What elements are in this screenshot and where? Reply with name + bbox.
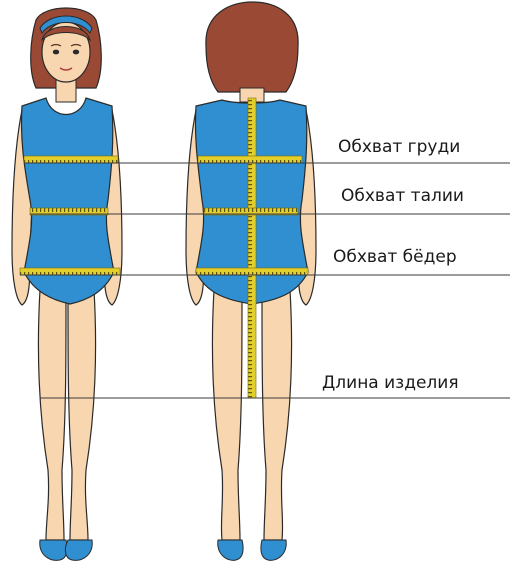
waist-girth-label: Обхват талии — [341, 188, 464, 205]
back-chest-tape — [198, 156, 302, 163]
front-right-leg — [68, 290, 96, 540]
back-right-leg — [262, 290, 292, 540]
front-left-shoe-icon — [40, 540, 67, 560]
chest-girth-label: Обхват груди — [338, 139, 460, 156]
front-left-leg — [38, 290, 66, 540]
back-length-tape — [248, 98, 256, 398]
hips-girth-label: Обхват бёдер — [333, 249, 457, 266]
back-figure — [186, 2, 316, 560]
front-right-shoe-icon — [65, 540, 92, 560]
back-left-shoe-icon — [218, 540, 243, 560]
front-figure — [12, 8, 122, 560]
back-left-leg — [212, 290, 242, 540]
front-hips-tape — [20, 268, 120, 275]
front-chest-tape — [24, 156, 118, 163]
garment-length-label: Длина изделия — [322, 375, 459, 392]
back-hair-icon — [206, 2, 298, 92]
back-right-shoe-icon — [261, 540, 286, 560]
back-hips-tape — [196, 268, 308, 275]
